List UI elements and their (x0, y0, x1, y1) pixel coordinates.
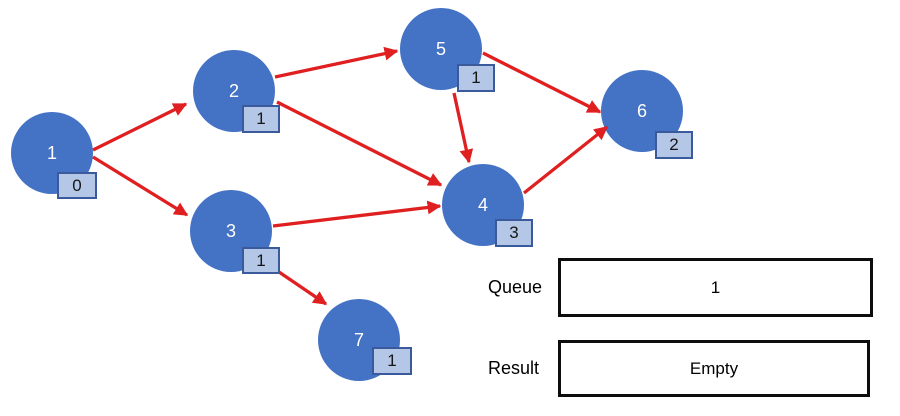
result-value: Empty (689, 358, 739, 378)
node-5-distance-badge: 1 (457, 64, 495, 92)
node-6-distance-badge: 2 (655, 131, 693, 159)
node-2-distance-badge: 1 (242, 105, 280, 133)
result-label: Result (488, 358, 540, 378)
queue-label: Queue (488, 277, 543, 297)
node-3-distance-badge: 1 (242, 247, 280, 274)
node-1-label: 1 (46, 143, 57, 163)
node-7-label: 7 (353, 330, 364, 350)
result-box: Empty (558, 340, 870, 397)
queue-box: 1 (558, 258, 873, 317)
node-3-label: 3 (225, 221, 236, 241)
node-6-label: 6 (636, 101, 647, 121)
node-5-label: 5 (435, 39, 446, 59)
node-2-label: 2 (228, 81, 239, 101)
node-7-distance-badge: 1 (372, 347, 412, 375)
node-4-distance-badge: 3 (495, 219, 533, 247)
node-1: 1 (11, 112, 93, 194)
queue-value: 1 (710, 277, 721, 297)
node-4-label: 4 (477, 195, 488, 215)
node-1-distance-badge: 0 (57, 172, 97, 199)
